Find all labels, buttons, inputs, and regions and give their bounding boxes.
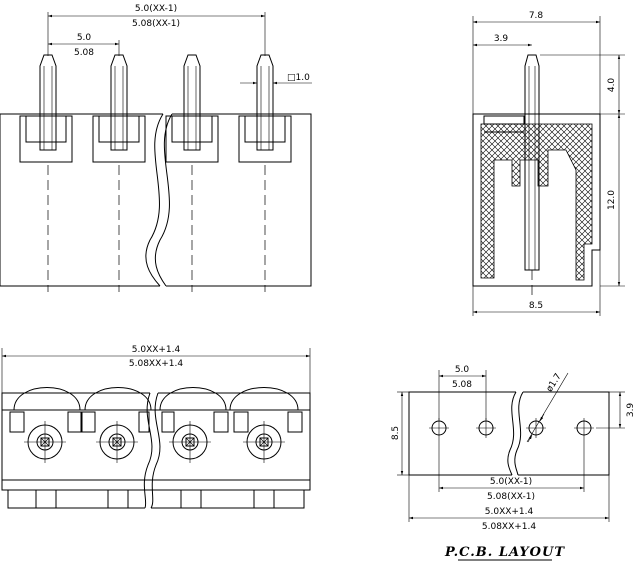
dim-front-total-2: 5.08(XX-1)	[132, 19, 180, 29]
front-socket-1	[19, 115, 73, 163]
dim-side-body-height: 12.0	[607, 190, 617, 210]
dim-front-total-1: 5.0(XX-1)	[135, 4, 177, 14]
front-pin-3	[183, 54, 201, 151]
pcb-outline-right	[518, 391, 610, 476]
pcb-break-line-2	[514, 391, 524, 476]
front-break-line-1	[145, 113, 164, 287]
dim-front-pin-square: □1.0	[287, 73, 310, 83]
top-body-right	[151, 392, 311, 509]
top-view: 5.0XX+1.4 5.08XX+1.4	[1, 345, 311, 509]
front-body-right	[166, 113, 312, 287]
dim-pcb-length-1: 5.0XX+1.4	[485, 507, 534, 517]
front-socket-4	[238, 115, 292, 163]
dim-pcb-hole: ø1.7	[545, 372, 564, 394]
dim-pcb-length-2: 5.08XX+1.4	[482, 522, 536, 532]
dim-pcb-span-2: 5.08(XX-1)	[487, 492, 535, 502]
pcb-layout-title: P.C.B. LAYOUT	[444, 545, 565, 560]
front-break-line-2	[154, 113, 173, 287]
pcb-outline-left	[408, 391, 516, 476]
front-view: 5.0(XX-1) 5.08(XX-1) 5.0 5.08 □1.0	[0, 4, 312, 292]
dim-top-length-1: 5.0XX+1.4	[132, 345, 181, 355]
top-terminal-2	[80, 387, 152, 509]
top-terminal-3	[159, 387, 229, 509]
front-pin-4	[256, 54, 274, 151]
top-break-line-1	[143, 392, 153, 509]
front-socket-2	[92, 115, 146, 163]
pcb-break-line-1	[507, 391, 517, 476]
front-body-left	[0, 113, 163, 287]
top-terminal-4	[229, 387, 303, 509]
top-body-left	[1, 392, 150, 509]
pcb-layout: ø1.7 5.0 5.08 8.5 3.9 5.0(XX-1) 5.08(XX-…	[391, 365, 636, 561]
dim-side-base-width: 8.5	[529, 301, 543, 311]
pcb-hole-3	[526, 418, 546, 438]
dim-pcb-pitch-1: 5.0	[455, 365, 470, 375]
pcb-hole-1	[429, 418, 449, 438]
dim-pcb-span-1: 5.0(XX-1)	[490, 477, 532, 487]
dim-side-pin-protrusion: 4.0	[607, 78, 617, 93]
dim-pcb-hole-offset: 3.9	[626, 403, 636, 418]
side-pin	[524, 54, 540, 271]
side-view: 7.8 3.9 4.0 12.0 8.5	[472, 11, 625, 316]
dim-front-pitch-1: 5.0	[77, 33, 92, 43]
dim-pcb-pitch-2: 5.08	[452, 380, 472, 390]
front-pin-1	[39, 54, 57, 151]
dim-pcb-height: 8.5	[391, 426, 401, 440]
pcb-hole-2	[476, 418, 496, 438]
front-socket-3	[165, 115, 219, 163]
front-pin-2	[110, 54, 128, 151]
dim-side-width-top: 7.8	[529, 11, 544, 21]
dim-top-length-2: 5.08XX+1.4	[129, 359, 183, 369]
pcb-hole-leader	[526, 372, 569, 443]
top-break-line-2	[150, 392, 161, 509]
side-hatch-section	[480, 123, 593, 281]
pcb-hole-4	[574, 418, 594, 438]
top-terminal-1	[9, 387, 83, 509]
dim-front-pitch-2: 5.08	[74, 48, 94, 58]
dim-side-pin-offset: 3.9	[494, 34, 509, 44]
